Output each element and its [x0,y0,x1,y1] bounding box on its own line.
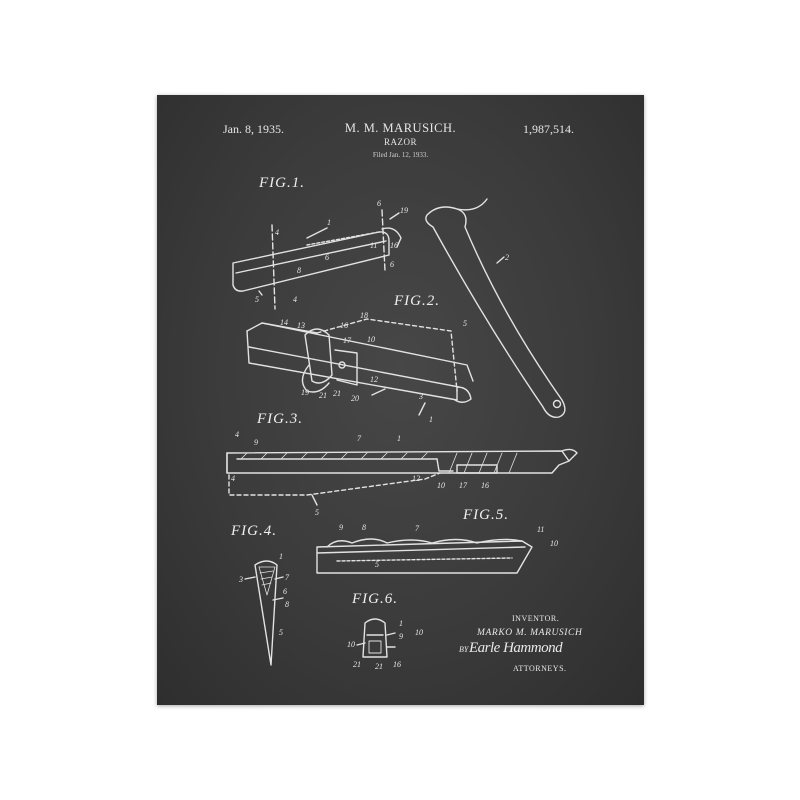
inventor-name: MARKO M. MARUSICH [477,628,583,638]
ref-number: 4 [231,474,235,483]
by-label: BY [459,645,469,654]
patent-date: Jan. 8, 1935. [223,122,284,136]
fig1-label: FIG.1. [259,175,305,191]
filed-date: Filed Jan. 12, 1933. [372,151,429,159]
ref-number: 20 [351,394,359,403]
reference-numbers: 1 4 6 19 16 11 8 6 6 5 4 2 14 13 16 18 5… [231,199,558,671]
patent-poster: 1 4 6 19 16 11 8 6 6 5 4 2 14 13 16 18 5… [157,95,644,705]
fig4-label: FIG.4. [231,523,277,539]
ref-number: 3 [238,575,243,584]
ref-number: 7 [415,524,420,533]
fig6-drawing [356,618,396,658]
fig6-label: FIG.6. [352,591,398,607]
ref-number: 19 [301,388,309,397]
ref-number: 6 [283,587,287,596]
ref-number: 7 [285,573,290,582]
attorney-signature: Earle Hammond [469,640,563,656]
razor-drawings: 1 4 6 19 16 11 8 6 6 5 4 2 14 13 16 18 5… [226,198,578,671]
ref-number: 21 [333,389,341,398]
inventor-label: INVENTOR. [512,614,560,623]
ref-number: 21 [353,660,361,669]
fig1-drawing [232,198,566,418]
ref-number: 9 [399,632,403,641]
ref-number: 1 [397,434,401,443]
inventor-heading: M. M. MARUSICH. [344,121,457,135]
attorneys-label: ATTORNEYS. [513,664,567,673]
ref-number: 17 [459,481,468,490]
ref-number: 14 [280,318,288,327]
ref-number: 13 [297,321,305,330]
ref-number: 10 [415,628,423,637]
fig2-label: FIG.2. [394,293,440,309]
ref-number: 10 [550,539,558,548]
ref-number: 1 [327,218,331,227]
ref-number: 16 [481,481,489,490]
ref-number: 8 [285,600,289,609]
ref-number: 1 [399,619,403,628]
ref-number: 4 [293,295,297,304]
ref-number: 5 [463,319,467,328]
ref-number: 10 [347,640,355,649]
ref-number: 1 [279,552,283,561]
ref-number: 5 [315,508,319,517]
ref-number: 5 [255,295,259,304]
ref-number: 6 [377,199,381,208]
ref-number: 8 [362,523,366,532]
ref-number: 18 [360,311,368,320]
ref-number: 6 [325,253,329,262]
ref-number: 5 [279,628,283,637]
ref-number: 3 [418,392,423,401]
patent-number: 1,987,514. [523,122,574,136]
ref-number: 7 [357,434,362,443]
ref-number: 11 [537,525,544,534]
fig5-label: FIG.5. [463,507,509,523]
fig5-drawing [316,538,533,574]
ref-number: 10 [367,335,375,344]
ref-number: 17 [343,336,352,345]
ref-number: 12 [370,375,378,384]
fig4-drawing [244,560,284,666]
fig2-drawing [246,318,474,416]
ref-number: 16 [340,321,348,330]
fig3-label: FIG.3. [257,411,303,427]
ref-number: 4 [275,228,279,237]
ref-number: 5 [375,560,379,569]
ref-number: 8 [297,266,301,275]
ref-number: 16 [390,241,398,250]
ref-number: 4 [235,430,239,439]
ref-number: 12 [412,474,420,483]
ref-number: 9 [254,438,258,447]
ref-number: 21 [375,662,383,671]
ref-number: 19 [400,206,408,215]
ref-number: 9 [339,523,343,532]
ref-number: 11 [370,241,377,250]
ref-number: 21 [319,391,327,400]
ref-number: 16 [393,660,401,669]
ref-number: 10 [437,481,445,490]
fig3-drawing [226,448,578,506]
patent-title: RAZOR [383,137,417,147]
ref-number: 6 [390,260,394,269]
ref-number: 2 [505,253,509,262]
ref-number: 1 [429,415,433,424]
